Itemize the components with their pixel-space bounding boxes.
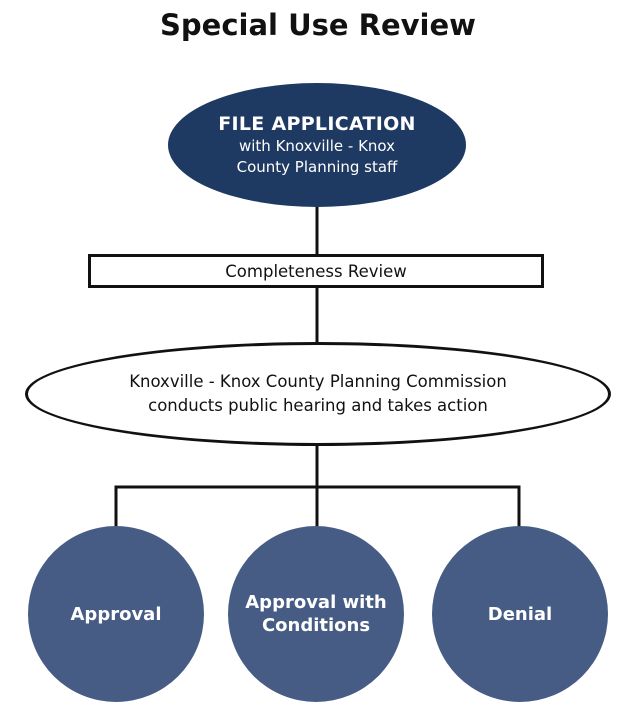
completeness-review-node: Completeness Review <box>88 254 544 288</box>
completeness-review-label: Completeness Review <box>225 261 407 281</box>
outcome-approval-with-conditions-node: Approval with Conditions <box>228 526 404 702</box>
file-application-detail-line-1: with Knoxville - Knox <box>238 137 396 155</box>
file-application-heading: FILE APPLICATION <box>218 113 416 135</box>
outcome-denial-label: Denial <box>487 603 553 625</box>
outcome-approval-with-conditions-line-2: Conditions <box>261 615 371 636</box>
diagram-title: Special Use Review <box>160 8 476 42</box>
outcome-approval-node: Approval <box>28 526 204 702</box>
file-application-node: FILE APPLICATION with Knoxville - Knox C… <box>168 83 466 207</box>
outcome-approval-label: Approval <box>70 603 162 625</box>
file-application-detail-line-2: County Planning staff <box>236 158 398 176</box>
connector-branch-bar <box>114 485 521 527</box>
commission-line-1: Knoxville - Knox County Planning Commiss… <box>129 372 507 391</box>
commission-line-2: conducts public hearing and takes action <box>148 396 488 415</box>
outcome-approval-with-conditions-line-1: Approval with <box>245 592 387 613</box>
outcome-denial-node: Denial <box>432 526 608 702</box>
commission-node: Knoxville - Knox County Planning Commiss… <box>25 342 611 446</box>
